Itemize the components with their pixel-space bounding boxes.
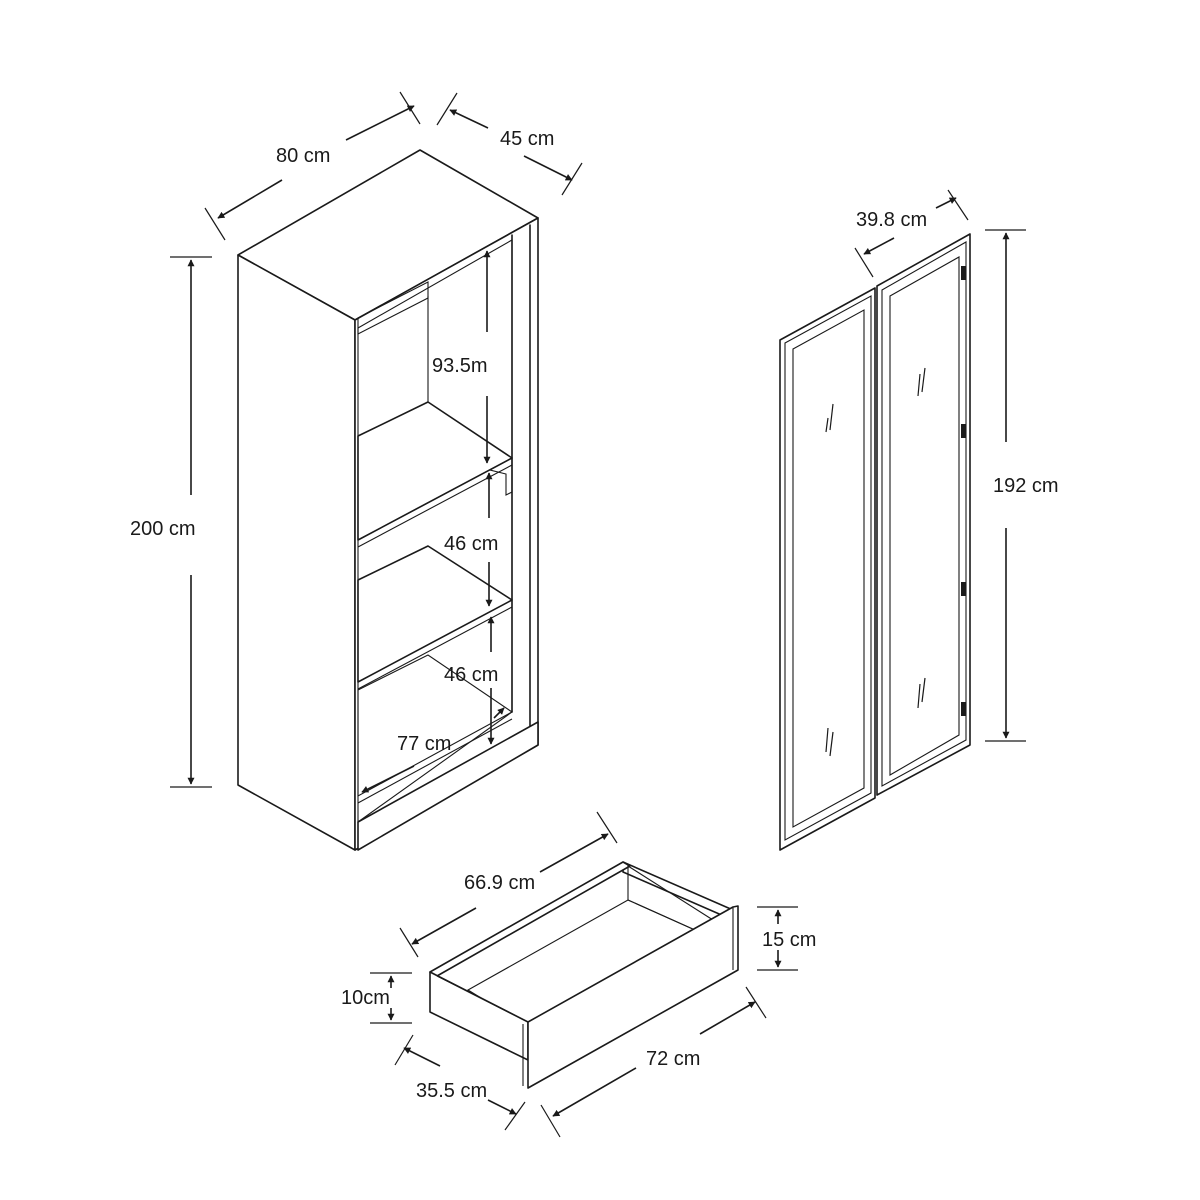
drawer-inner-width-label: 66.9 cm [464, 872, 535, 894]
cabinet-dimensions: 80 cm 45 cm 200 cm 93.5m 46 cm 46 cm 77 … [130, 91, 583, 793]
drawer-side-height-label: 10cm [341, 987, 390, 1009]
door-dimensions: 39.8 cm 192 cm [854, 189, 1059, 742]
left-door-frame [779, 287, 876, 851]
cabinet-inner-width-label: 77 cm [397, 733, 451, 755]
drawer-left-outer [429, 971, 529, 1061]
shelf-middle [357, 545, 513, 690]
drawer-drawing [429, 861, 739, 1089]
drawer-front-height-label: 15 cm [762, 929, 816, 951]
cabinet-depth-label: 45 cm [500, 128, 554, 150]
drawer-depth-label: 35.5 cm [416, 1080, 487, 1102]
lower-shelf-height-label: 46 cm [444, 664, 498, 686]
cabinet-left-side [237, 254, 356, 851]
drawer-dimensions: 66.9 cm 15 cm 10cm 35.5 cm 72 cm [341, 811, 816, 1138]
drawer-front-panel [527, 905, 739, 1089]
door-width-label: 39.8 cm [856, 209, 927, 231]
right-door-frame [876, 233, 971, 796]
top-shelf-height-label: 93.5m [432, 355, 488, 377]
middle-shelf-height-label: 46 cm [444, 533, 498, 555]
cabinet-height-label: 200 cm [130, 518, 196, 540]
shelf-bottom [357, 654, 539, 851]
cabinet-drawing [237, 149, 539, 851]
glass-doors-drawing [779, 233, 971, 851]
cabinet-width-label: 80 cm [276, 145, 330, 167]
door-height-label: 192 cm [993, 475, 1059, 497]
drawer-front-width-label: 72 cm [646, 1048, 700, 1070]
